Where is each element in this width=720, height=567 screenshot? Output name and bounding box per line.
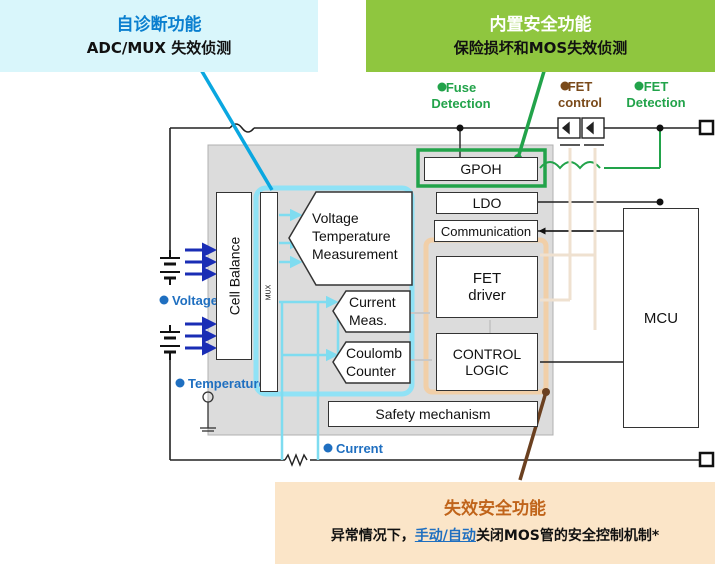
fet-control-label: FET control xyxy=(557,79,603,110)
ldo-block: LDO xyxy=(436,192,538,214)
current-meas-label: Current Meas. xyxy=(349,294,396,328)
fet-detection-label: FET Detection xyxy=(626,79,686,110)
cell-balance-label: Cell Balance xyxy=(226,236,243,316)
temperature-label: Temperature xyxy=(188,376,266,391)
self-diag-subtitle: ADC/MUX 失效侦测 xyxy=(86,39,232,57)
failsafe-subtitle-link: 手动/自动 xyxy=(414,528,476,544)
vtm-shape xyxy=(288,191,413,286)
builtin-safety-title: 内置安全功能 xyxy=(489,15,592,35)
builtin-safety-subtitle: 保险损坏和MOS失效侦测 xyxy=(453,39,628,57)
current-meas-shape xyxy=(332,290,411,333)
cell-balance-block: Cell Balance xyxy=(216,192,252,360)
self-diag-pointer xyxy=(198,67,274,191)
failsafe-callout: 失效安全功能 异常情况下，手动/自动关闭MOS管的安全控制机制* xyxy=(275,482,715,564)
vtm-label: Voltage Temperature Measurement xyxy=(312,210,398,262)
gpoh-block: GPOH xyxy=(424,157,538,181)
shunt-resistor xyxy=(284,453,308,467)
current-label: Current xyxy=(336,441,383,456)
failsafe-pointer xyxy=(518,391,548,481)
mosfet-pair xyxy=(557,117,605,146)
fuse-detection-label: Fuse Detection xyxy=(431,80,491,111)
control-logic-block: CONTROL LOGIC xyxy=(436,333,538,391)
mux-block: MUX xyxy=(260,192,278,392)
builtin-safety-pointer xyxy=(516,67,547,159)
self-diag-highlight xyxy=(253,185,415,397)
fet-driver-block: FET driver xyxy=(436,256,538,318)
builtin-safety-callout: 内置安全功能 保险损坏和MOS失效侦测 xyxy=(366,0,715,72)
safety-mechanism-block: Safety mechanism xyxy=(328,401,538,427)
coulomb-counter-shape xyxy=(332,341,411,384)
self-diag-title: 自诊断功能 xyxy=(116,15,202,35)
top-rail xyxy=(169,123,700,461)
mux-label: MUX xyxy=(265,284,273,300)
voltage-arrows xyxy=(185,242,217,356)
thermistor-symbol xyxy=(200,391,216,432)
battery-stack xyxy=(160,250,180,360)
voltage-label: Voltage xyxy=(172,293,218,308)
failsafe-title: 失效安全功能 xyxy=(444,499,546,519)
communication-block: Communication xyxy=(434,220,538,242)
self-diag-callout: 自诊断功能 ADC/MUX 失效侦测 xyxy=(0,0,318,72)
mcu-block: MCU xyxy=(623,208,699,428)
failsafe-subtitle-prefix: 异常情况下， xyxy=(330,528,415,544)
failsafe-subtitle: 异常情况下，手动/自动关闭MOS管的安全控制机制* xyxy=(275,525,715,545)
builtin-safety-highlight xyxy=(416,148,547,188)
failsafe-subtitle-suffix: 关闭MOS管的安全控制机制* xyxy=(475,528,660,544)
coulomb-counter-label: Coulomb Counter xyxy=(346,345,403,379)
